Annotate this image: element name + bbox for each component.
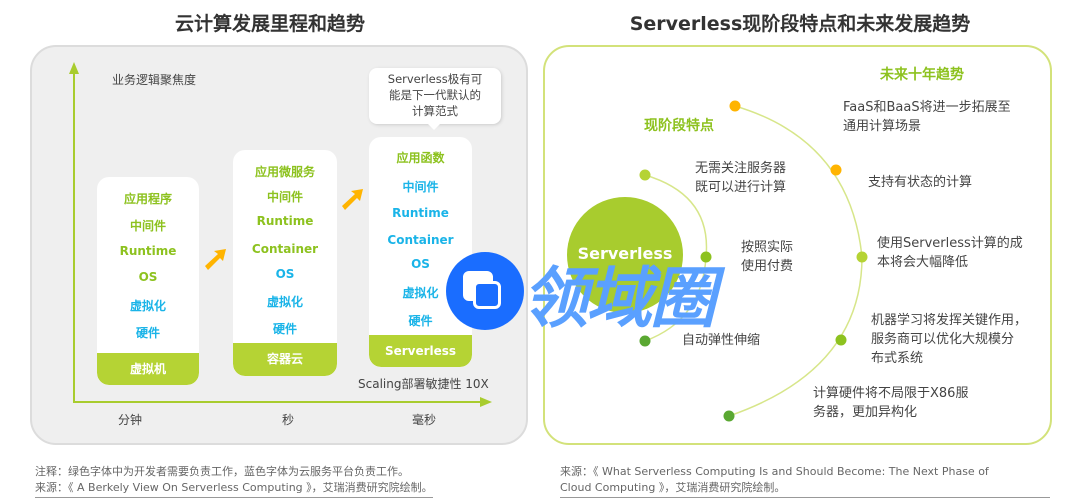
dot-icon [639, 335, 651, 347]
item-line: 支持有状态的计算 [868, 175, 973, 190]
dot-icon [856, 251, 868, 263]
item-line: 既可以进行计算 [695, 180, 787, 195]
item-line: 通用计算场景 [843, 119, 922, 134]
watermark-logo-icon [446, 252, 524, 330]
stack-layer: 中间件 [129, 219, 166, 233]
current-item: 无需关注服务器既可以进行计算 [695, 159, 786, 197]
watermark-text: 领域圈 [522, 260, 716, 337]
item-line: 机器学习将发挥关键作用， [871, 313, 1028, 328]
stack-layer: 虚拟化 [402, 286, 439, 300]
stack-layer: 应用微服务 [254, 165, 315, 179]
dot-icon [700, 251, 712, 263]
future-item: 支持有状态的计算 [868, 173, 972, 192]
item-line: 本将会大幅降低 [877, 255, 969, 270]
right-source-block: 来源：《 What Serverless Computing Is and Sh… [560, 464, 1050, 498]
future-heading: 未来十年趋势 [880, 67, 964, 83]
stack-layer: 应用函数 [396, 151, 445, 165]
callout-line: 计算范式 [412, 104, 458, 118]
right-source-line: 来源：《 What Serverless Computing Is and Sh… [560, 465, 989, 478]
future-item: 使用Serverless计算的成本将会大幅降低 [877, 234, 1023, 272]
item-line: 使用付费 [741, 259, 794, 274]
stack-layer: 虚拟化 [266, 295, 303, 309]
x-tick: 秒 [282, 413, 295, 427]
current-item: 按照实际使用付费 [741, 238, 793, 276]
arrow-icon [205, 249, 226, 270]
arrow-icon [342, 189, 363, 210]
callout-bubble: Serverless极有可 能是下一代默认的 计算范式 [369, 68, 501, 124]
item-line: 布式系统 [871, 351, 924, 366]
item-line: FaaS和BaaS将进一步拓展至 [843, 100, 1011, 115]
future-item: 机器学习将发挥关键作用， 服务商可以优化大规模分布式系统 [871, 311, 1027, 368]
stack-layer: 硬件 [408, 314, 433, 328]
right-source-line: Cloud Computing 》，艾瑞消费研究院绘制。 [560, 481, 786, 494]
current-item: 自动弹性伸缩 [682, 331, 760, 350]
stack-layer: Container [251, 242, 319, 256]
stack-layer: 虚拟化 [129, 299, 166, 313]
dot-icon [830, 164, 842, 176]
right-title: Serverless现阶段特点和未来发展趋势 [629, 13, 971, 35]
dot-icon [835, 334, 847, 346]
stack-layer: OS [138, 270, 158, 284]
stack-layer: 中间件 [402, 180, 439, 194]
item-line: 自动弹性伸缩 [682, 333, 761, 348]
item-line: 服务商可以优化大规模分 [871, 332, 1015, 347]
current-heading: 现阶段特点 [644, 118, 714, 134]
stack-layer: 应用程序 [123, 192, 172, 206]
stack-layer: 硬件 [272, 322, 297, 336]
stack-footer: 容器云 [233, 343, 337, 376]
left-source: 来源：《 A Berkely View On Serverless Comput… [35, 481, 433, 494]
note-text: 注释：绿色字体中为开发者需要负责工作，蓝色字体为云服务平台负责工作。 [35, 465, 409, 478]
left-title: 云计算发展里程和趋势 [174, 13, 365, 35]
future-item: 计算硬件将不局限于X86服务器，更加异构化 [813, 384, 968, 422]
dot-icon [729, 100, 741, 112]
stack-layer: OS [411, 257, 430, 271]
stack-layer: OS [275, 267, 295, 281]
y-axis-label: 业务逻辑聚焦度 [112, 73, 197, 87]
callout-tail [427, 123, 441, 130]
callout-line: 能是下一代默认的 [389, 88, 481, 102]
dot-icon [723, 410, 735, 422]
note-block: 注释：绿色字体中为开发者需要负责工作，蓝色字体为云服务平台负责工作。 来源：《 … [35, 464, 433, 498]
x-tick: 毫秒 [412, 413, 437, 427]
stack-layer: Container [387, 233, 454, 247]
dot-icon [639, 169, 651, 181]
item-line: 务器，更加异构化 [813, 405, 918, 420]
x-tick: 分钟 [118, 413, 143, 427]
serverless-circle [567, 197, 683, 313]
x-axis-arrow-icon [480, 397, 492, 407]
future-item: FaaS和BaaS将进一步拓展至通用计算场景 [843, 98, 1011, 136]
item-line: 按照实际 [741, 240, 794, 255]
stack-layer: Runtime [392, 206, 449, 220]
stack-footer: 虚拟机 [97, 353, 199, 385]
scaling-label: Scaling部署敏捷性 10X [358, 377, 489, 391]
stack-layer: Runtime [256, 214, 314, 228]
y-axis-arrow-icon [69, 62, 79, 74]
item-line: 使用Serverless计算的成 [877, 236, 1023, 251]
stack-layer: Runtime [119, 244, 177, 258]
stack-layer: 中间件 [266, 190, 303, 204]
center-label: Serverless [577, 244, 673, 263]
callout-line: Serverless极有可 [387, 72, 483, 86]
stack-layer: 硬件 [135, 326, 160, 340]
item-line: 无需关注服务器 [695, 161, 787, 176]
item-line: 计算硬件将不局限于X86服 [813, 386, 969, 401]
stack-footer: Serverless [369, 335, 472, 367]
